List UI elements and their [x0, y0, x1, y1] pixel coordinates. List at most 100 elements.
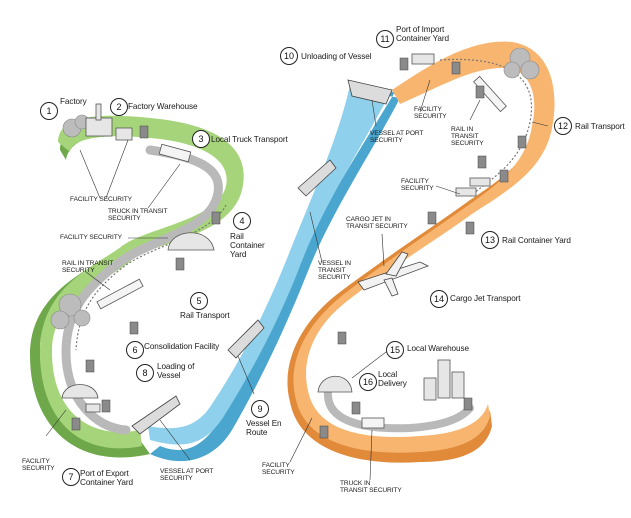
water-top	[148, 85, 392, 445]
city-building-icon	[437, 359, 451, 399]
water-side	[150, 90, 400, 462]
facilities	[61, 53, 491, 413]
ship-icon	[131, 395, 181, 435]
stop-9-label: Vessel En Route	[246, 419, 282, 437]
security-note-truck-transit: TRUCK IN TRANSIT SECURITY	[108, 208, 168, 223]
stop-5-label: Rail Transport	[180, 311, 230, 320]
rail-yard-shed-icon	[167, 232, 215, 251]
stop-10-label: Unloading of Vessel	[301, 52, 372, 61]
stop-12-label: Rail Transport	[575, 122, 625, 131]
warehouse-icon	[115, 127, 133, 141]
security-note-local-delivery: TRUCK IN TRANSIT SECURITY	[340, 480, 402, 495]
security-note-rail-container-yard: FACILITY SECURITY	[401, 178, 434, 193]
fence-icon	[465, 221, 475, 235]
security-note-local-warehouse: FACILITY SECURITY	[262, 462, 295, 477]
vehicles	[96, 75, 507, 429]
stop-7-label: Port of Export Container Yard	[80, 469, 133, 487]
stop-1-number: 1	[40, 102, 58, 120]
stop-8-label: Loading of Vessel	[157, 362, 195, 380]
container-stack-icon	[469, 177, 491, 187]
stop-15-label: Local Warehouse	[407, 344, 469, 353]
security-note-factory: FACILITY SECURITY	[70, 196, 132, 203]
stop-15-number: 15	[386, 341, 404, 359]
fence-icon	[85, 359, 95, 373]
leader-line	[381, 233, 385, 267]
stop-1-label: Factory	[60, 97, 87, 106]
leader-line	[309, 211, 323, 263]
container-stack-icon	[411, 53, 435, 65]
city-building-icon	[423, 377, 437, 401]
leader-line	[351, 351, 387, 379]
leader-line	[159, 419, 191, 461]
train-icon	[473, 75, 507, 113]
leader-lines	[45, 79, 549, 481]
stop-3-number: 3	[192, 130, 210, 148]
leader-line	[435, 185, 461, 195]
stop-2-label: Factory Warehouse	[128, 102, 198, 111]
stop-11-label: Port of Import Container Yard	[396, 25, 449, 43]
security-note-vessel-transit: VESSEL IN TRANSIT SECURITY	[318, 260, 351, 282]
security-note-vessel-import: VESSEL AT PORT SECURITY	[370, 130, 424, 145]
stop-16-label: Local Delivery	[378, 370, 407, 388]
leader-line	[371, 99, 377, 127]
fence-icon	[399, 57, 409, 71]
export-ground-band	[30, 115, 244, 458]
leader-line	[45, 409, 67, 437]
local-warehouse-icon	[317, 375, 353, 393]
trees	[50, 47, 540, 330]
stop-7-number: 7	[62, 468, 80, 486]
leader-line	[531, 121, 549, 127]
leader-line	[79, 149, 101, 199]
leader-line	[147, 163, 181, 209]
leader-line	[419, 79, 431, 113]
fence-icon	[337, 331, 347, 345]
fence-icon	[463, 397, 473, 411]
fence-icon	[451, 61, 461, 75]
container-stack-icon	[85, 403, 101, 413]
stop-8-number: 8	[136, 364, 154, 382]
security-note-export-yard: FACILITY SECURITY	[22, 458, 55, 473]
fence-icon	[129, 321, 139, 335]
city-building-icon	[451, 371, 465, 399]
road-import	[323, 388, 474, 433]
factory-icon	[85, 117, 113, 137]
security-note-vessel-export: VESSEL AT PORT SECURITY	[160, 468, 214, 483]
train-icon	[96, 278, 144, 310]
ship-icon	[347, 79, 393, 105]
delivery-truck-icon	[361, 417, 385, 429]
stop-4-label: Rail Container Yard	[230, 232, 265, 259]
fence-icon	[517, 135, 527, 149]
fence-icon	[477, 155, 487, 169]
stop-14-label: Cargo Jet Transport	[450, 294, 521, 303]
stop-13-number: 13	[481, 231, 499, 249]
stop-3-label: Local Truck Transport	[211, 135, 288, 144]
tree-icon	[520, 60, 540, 80]
security-note-rail-transit: RAIL IN TRANSIT SECURITY	[62, 260, 114, 275]
fence-icon	[71, 417, 81, 431]
stop-9-number: 9	[251, 400, 269, 418]
factory-chimney-icon	[95, 103, 102, 121]
stop-4-number: 4	[233, 212, 251, 230]
ship-icon	[297, 159, 337, 197]
security-fences	[71, 57, 527, 439]
fence-icon	[175, 257, 185, 271]
stop-13-label: Rail Container Yard	[502, 236, 571, 245]
tree-icon	[58, 293, 82, 317]
ships	[131, 79, 393, 435]
security-note-cargo-jet: CARGO JET IN TRANSIT SECURITY	[346, 216, 408, 231]
jet-wing	[383, 277, 399, 297]
leader-line	[237, 355, 255, 395]
fence-icon	[139, 125, 149, 139]
leader-line	[369, 429, 373, 481]
import-ground-band	[287, 41, 555, 463]
stop-2-number: 2	[110, 98, 128, 116]
security-note-rail-transit-import: RAIL IN TRANSIT SECURITY	[451, 126, 484, 148]
stop-6-number: 6	[126, 341, 144, 359]
rail-track-import	[439, 58, 533, 197]
fence-icon	[319, 425, 329, 439]
stop-11-number: 11	[376, 30, 394, 48]
fence-icon	[351, 401, 361, 415]
stop-12-number: 12	[554, 117, 572, 135]
green-band-top	[40, 115, 244, 449]
